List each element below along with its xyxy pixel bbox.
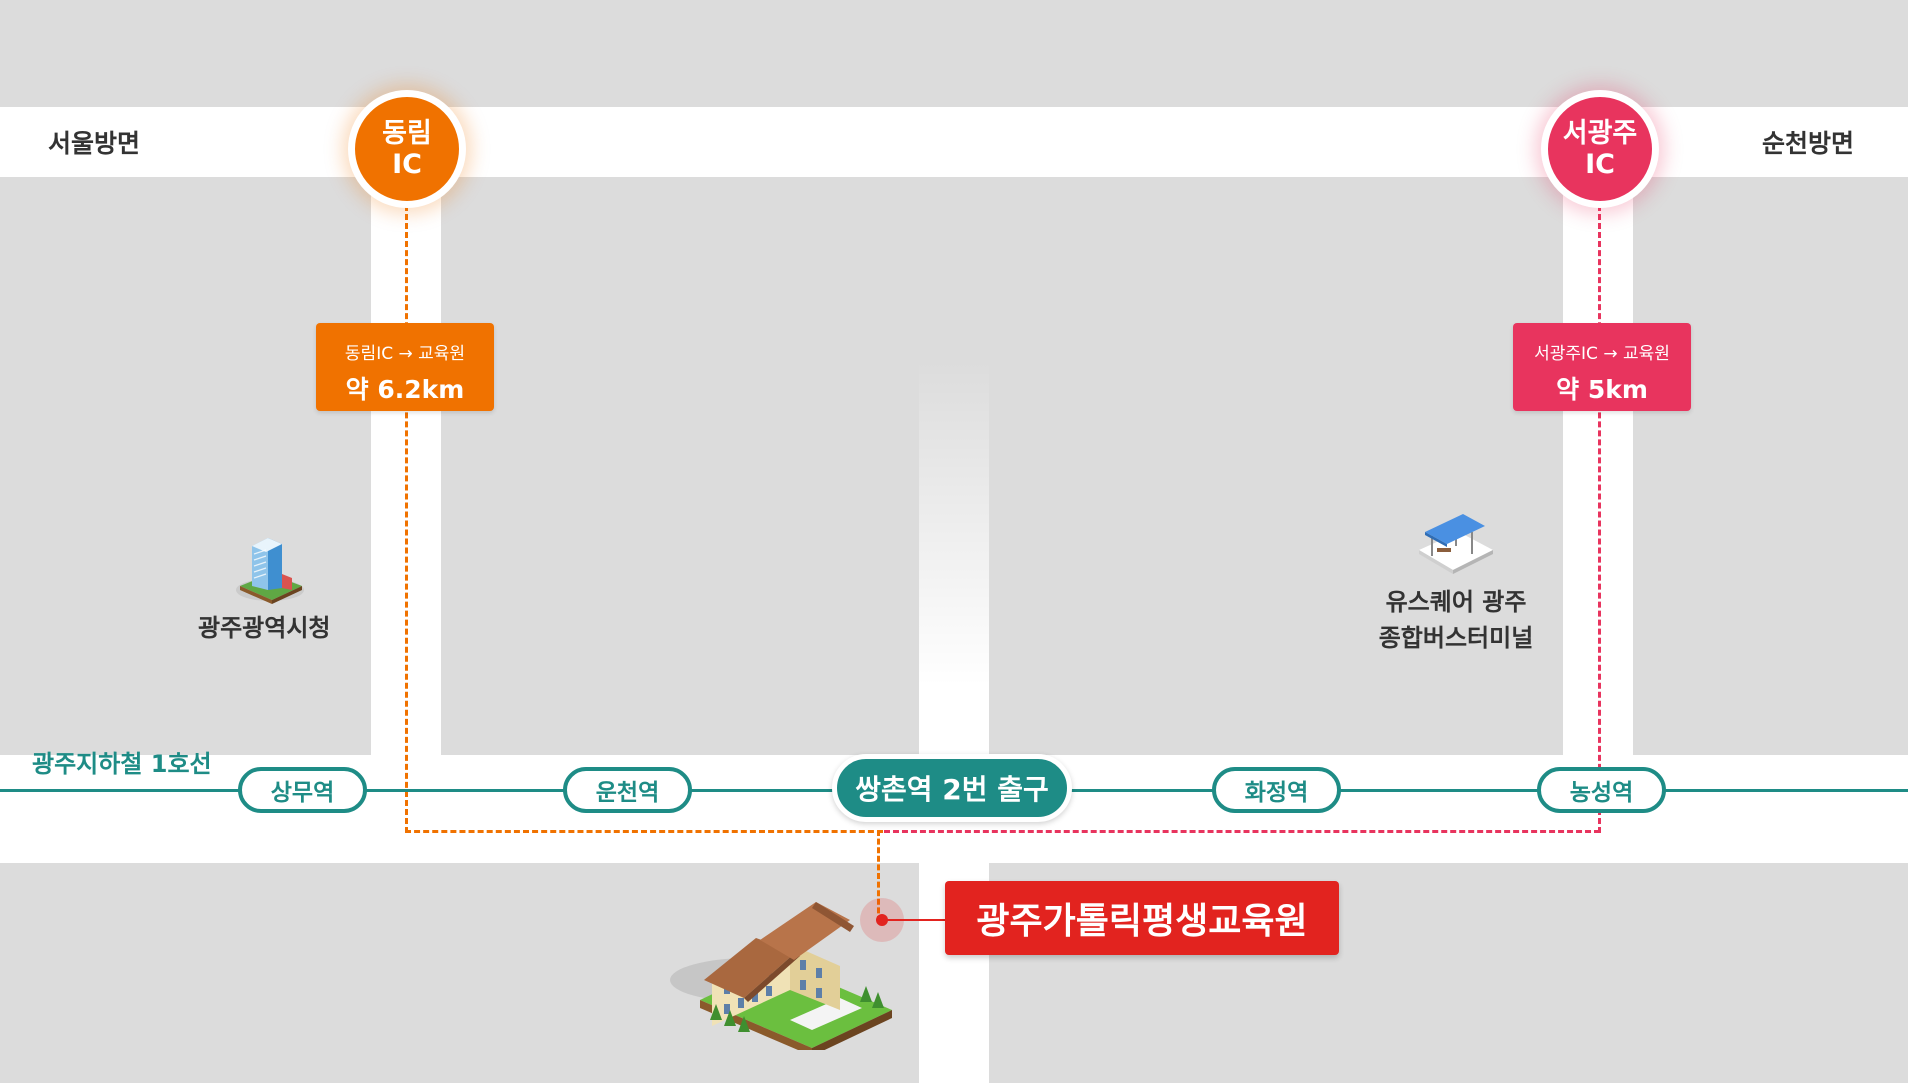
station-ssangchon-exit2: 쌍촌역 2번 출구 <box>832 754 1072 822</box>
route-dongrim-vertical <box>405 205 408 833</box>
dongrim-distance-box: 동림IC → 교육원 약 6.2km <box>316 323 494 411</box>
dongrim-ic-badge: 동림 IC <box>348 90 466 208</box>
station-uncheon: 운천역 <box>563 767 692 813</box>
station-hwajeong: 화정역 <box>1212 767 1341 813</box>
destination-label: 광주가톨릭평생교육원 <box>945 881 1339 955</box>
seogwangju-ic-line2: IC <box>1585 149 1615 180</box>
route-to-destination <box>877 830 880 922</box>
route-seogwangju-vertical <box>1598 205 1601 833</box>
bus-shelter-icon <box>1419 514 1493 574</box>
seogwangju-distance-value: 약 5km <box>1556 375 1648 404</box>
marker-connector <box>882 919 946 921</box>
seogwangju-distance-box: 서광주IC → 교육원 약 5km <box>1513 323 1691 411</box>
office-building-icon <box>236 538 304 604</box>
station-sangmu: 상무역 <box>238 767 367 813</box>
school-building-icon <box>670 902 892 1050</box>
route-seogwangju-horizontal <box>884 830 1600 833</box>
seogwangju-ic-line1: 서광주 <box>1562 118 1638 149</box>
direction-seoul: 서울방면 <box>48 129 141 158</box>
bus-terminal-label-line2: 종합버스터미널 <box>1378 624 1534 652</box>
seogwangju-distance-route: 서광주IC → 교육원 <box>1534 344 1670 364</box>
direction-suncheon: 순천방면 <box>1762 129 1855 158</box>
dongrim-ic-line2: IC <box>392 149 422 180</box>
route-dongrim-horizontal <box>405 830 883 833</box>
bus-terminal-label-line1: 유스퀘어 광주 <box>1385 588 1527 616</box>
bus-terminal-label: 유스퀘어 광주 종합버스터미널 <box>1370 584 1542 656</box>
dongrim-ic-line1: 동림 <box>382 118 432 149</box>
seogwangju-ic-badge: 서광주 IC <box>1541 90 1659 208</box>
dongrim-distance-route: 동림IC → 교육원 <box>344 344 466 364</box>
dongrim-distance-value: 약 6.2km <box>345 375 465 404</box>
station-nongseong: 농성역 <box>1537 767 1666 813</box>
subway-line-name: 광주지하철 1호선 <box>32 750 212 778</box>
city-hall-label: 광주광역시청 <box>198 614 331 642</box>
road-vertical-center <box>919 360 989 1083</box>
